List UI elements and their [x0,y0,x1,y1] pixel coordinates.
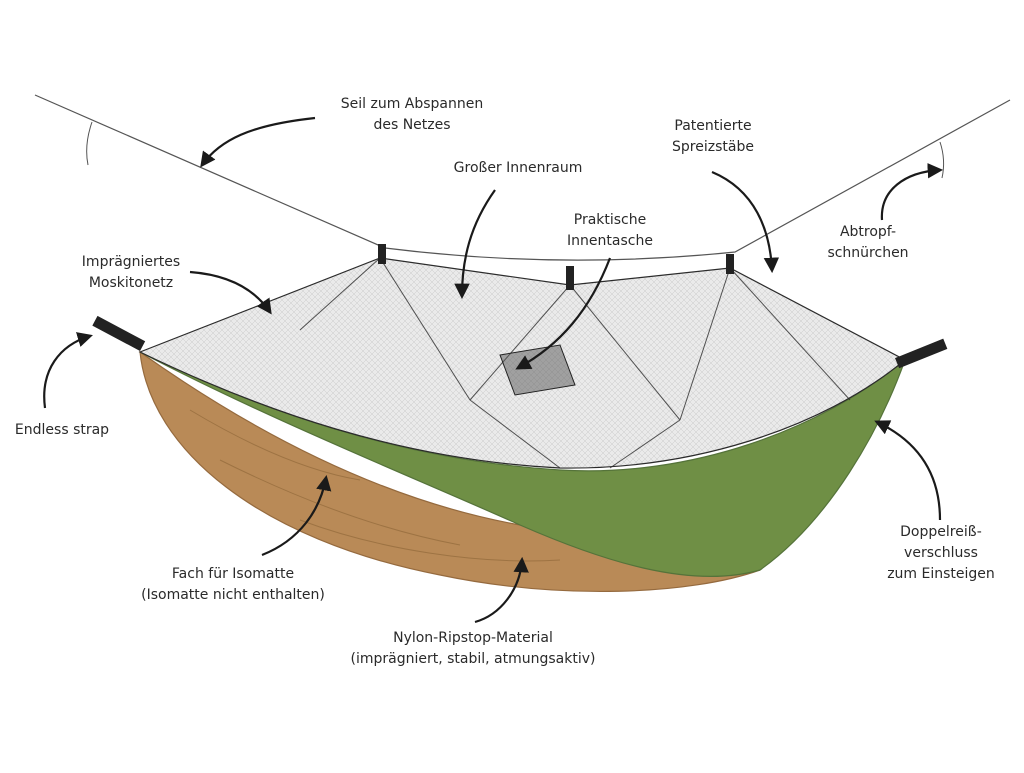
arrow-moskito [189,270,272,315]
label-material: Nylon-Ripstop-Material(imprägniert, stab… [350,630,596,667]
ridge-clip-1 [378,244,386,264]
ridge-clip-2 [566,266,574,290]
label-abtropf: Abtropf-schnürchen [827,224,909,261]
arrow-zipper [874,420,942,521]
strap-right [895,338,948,369]
arrow-isomatte [261,474,332,557]
arrow-spreiz [711,170,780,274]
drip-line-left [86,121,93,166]
label-innenraum: Großer Innenraum [453,160,583,176]
arrow-abtropf [880,163,944,221]
hammock-green-body [139,351,907,577]
arrow-tasche [515,257,612,370]
label-strap: Endless strap [14,422,110,438]
arrow-material [474,556,529,624]
arrow-innenraum [454,189,496,300]
strap-left [92,315,146,351]
arrow-strap [43,332,93,409]
arrow-seil [200,116,316,168]
ridge-rope [34,94,1011,261]
drip-line-right [939,141,945,179]
net-ridges [299,257,851,469]
ridge-clip-3 [726,254,734,274]
callout-arrows [43,116,944,624]
label-isomatte: Fach für Isomatte(Isomatte nicht enthalt… [141,566,325,603]
